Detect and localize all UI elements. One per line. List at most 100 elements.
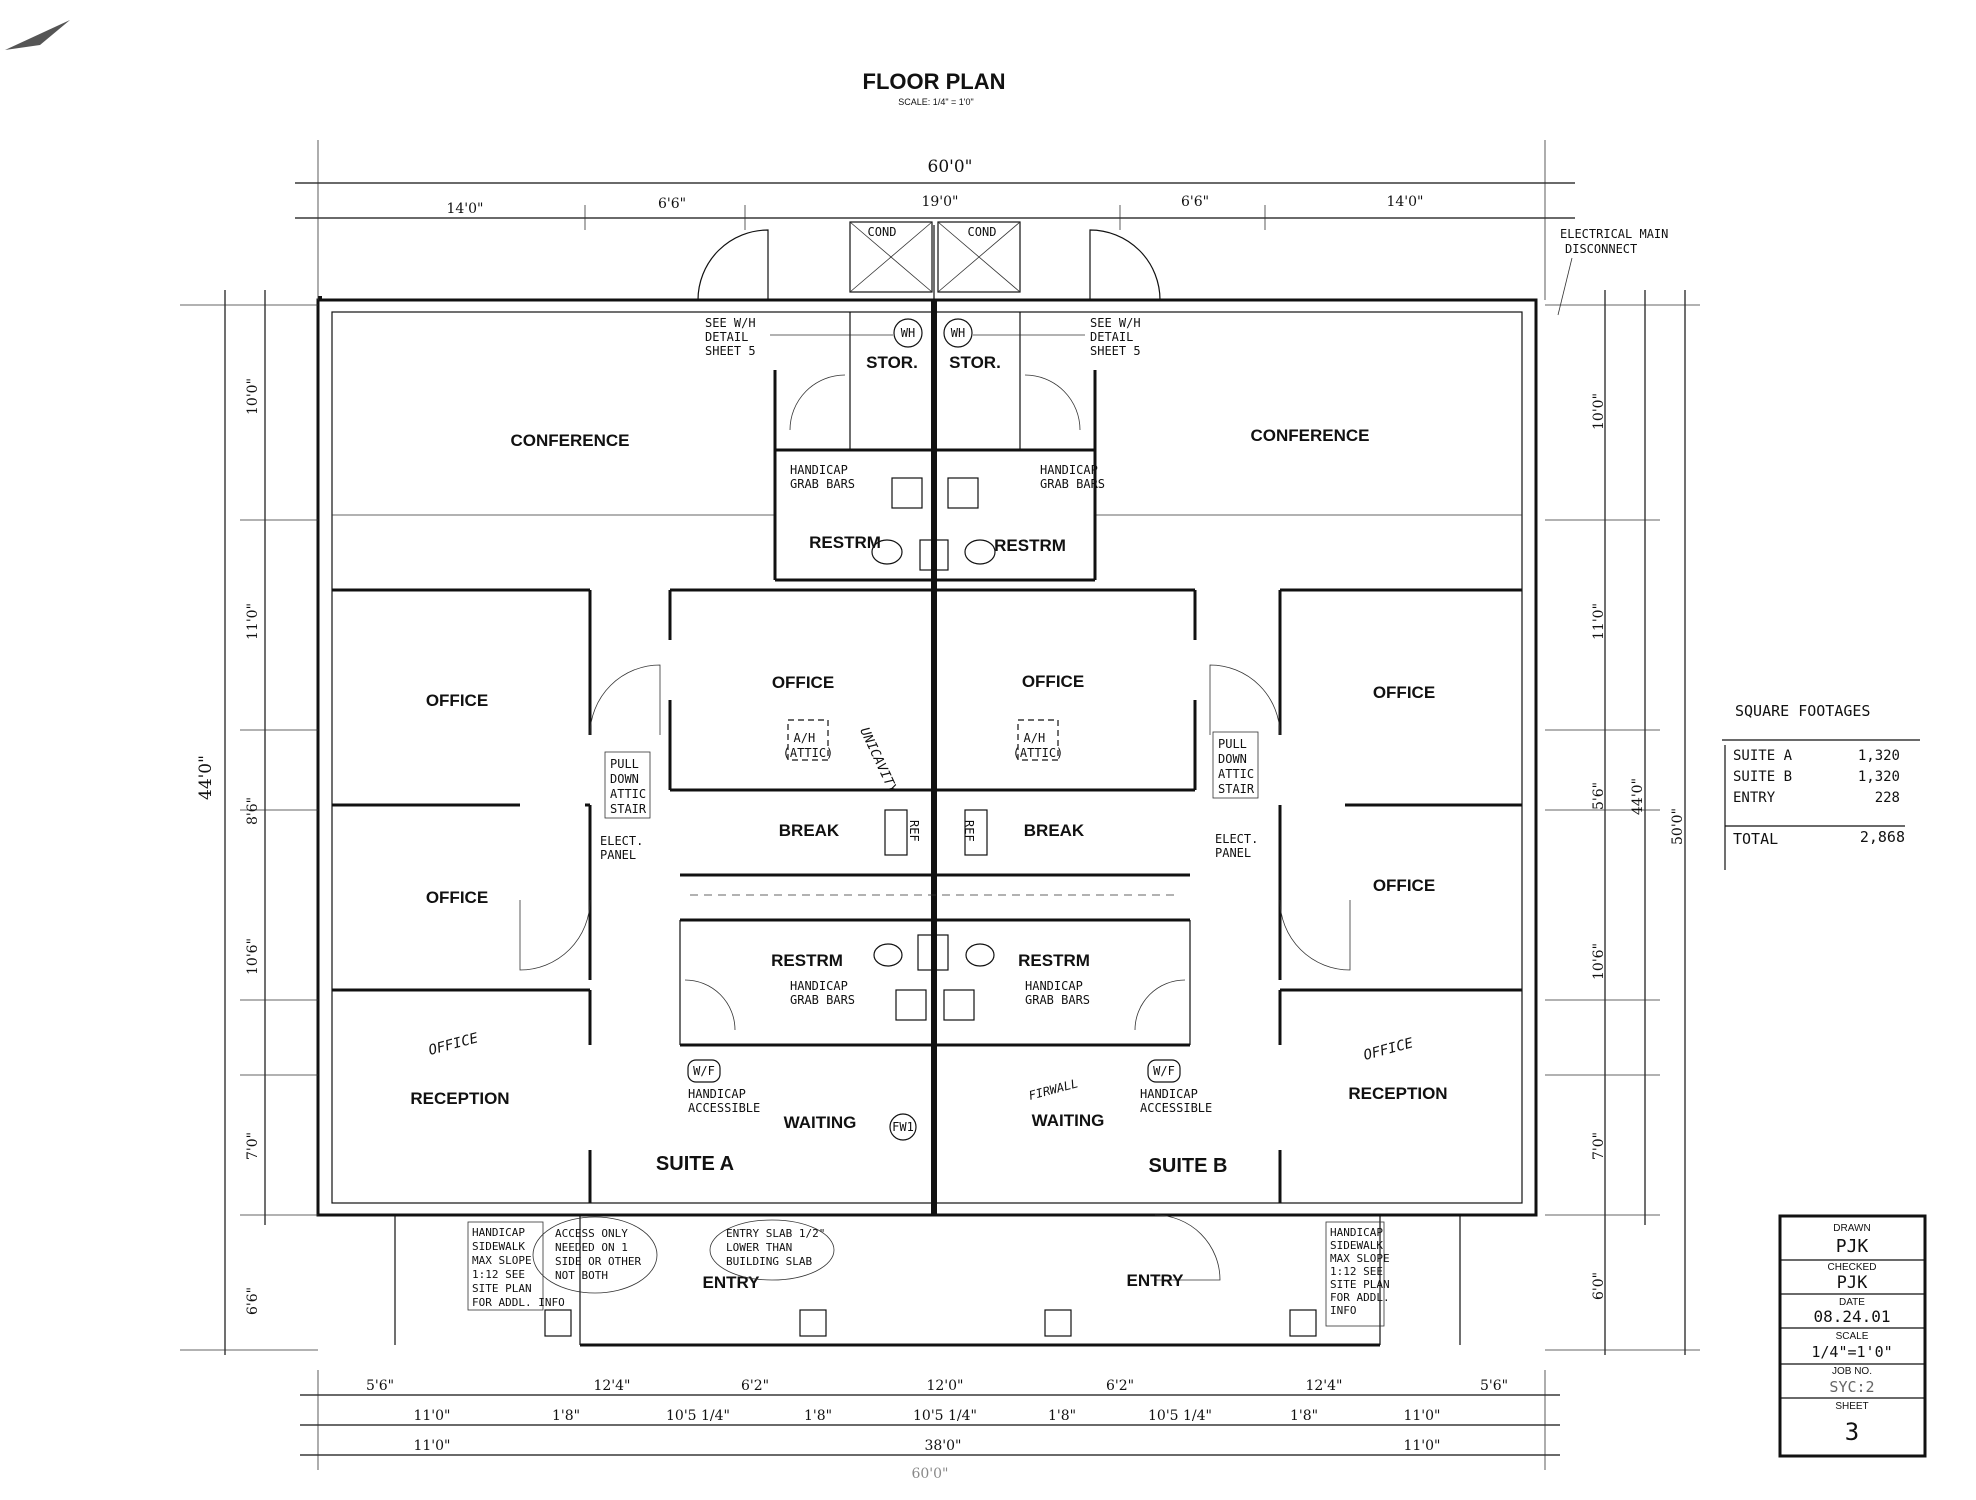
dim-right-seg-5: 7'0" <box>1591 1132 1607 1160</box>
sqft-value-entry: 228 <box>1875 790 1900 806</box>
water-fountain-a: W/F <box>693 1064 715 1078</box>
ref-label-a: REF <box>907 820 921 842</box>
interior-walls <box>332 312 1522 1203</box>
dim-left-overall: 44'0" <box>196 755 216 800</box>
dim-top-overall: 60'0" <box>928 157 973 177</box>
sqft-label-suite-b: SUITE B <box>1733 769 1792 785</box>
sqft-heading: SQUARE FOOTAGES <box>1735 702 1870 720</box>
room-entry-a: ENTRY <box>703 1273 761 1292</box>
dim-bottom-r2-3: 10'5 1/4" <box>666 1408 730 1424</box>
accessible-note-a: HANDICAP ACCESSIBLE <box>688 1087 760 1115</box>
dim-bottom-r2-5: 10'5 1/4" <box>913 1408 977 1424</box>
sqft-value-suite-a: 1,320 <box>1858 748 1900 764</box>
suite-b-label: SUITE B <box>1149 1155 1228 1177</box>
right-dimensions: 10'0" 11'0" 5'6" 10'6" 7'0" 6'0" 44'0" 5… <box>1545 290 1700 1355</box>
tb-date: 08.24.01 <box>1813 1307 1890 1326</box>
square-footage-table: SQUARE FOOTAGES SUITE A 1,320 SUITE B 1,… <box>1722 702 1920 870</box>
room-office-a-upper: OFFICE <box>426 691 488 710</box>
dim-bottom-r1-2: 12'4" <box>593 1378 630 1394</box>
dim-bottom-r3-1: 11'0" <box>413 1438 450 1454</box>
room-reception-b: RECEPTION <box>1348 1084 1447 1103</box>
electrical-main-note: ELECTRICAL MAIN DISCONNECT <box>1560 227 1676 256</box>
dim-right-seg-1: 10'0" <box>1591 393 1607 430</box>
accessible-note-b: HANDICAP ACCESSIBLE <box>1140 1087 1212 1115</box>
dim-bottom-r1-7: 5'6" <box>1480 1378 1508 1394</box>
ah-attic-note-a: A/H (ATTIC) <box>783 731 834 760</box>
title-block: DRAWN PJK CHECKED PJK DATE 08.24.01 SCAL… <box>1778 1214 1927 1458</box>
sidewalk-note-a: HANDICAP SIDEWALK MAX SLOPE 1:12 SEE SIT… <box>472 1226 565 1309</box>
grab-bars-note-upper-a: HANDICAP GRAB BARS <box>790 463 855 491</box>
water-heaters: WH WH <box>893 318 973 348</box>
dim-bottom-r2-6: 1'8" <box>1048 1408 1076 1424</box>
elect-panel-note-b: ELECT. PANEL <box>1215 832 1266 860</box>
ah-attic-note-b: A/H (ATTIC) <box>1013 731 1064 760</box>
tb-checked: PJK <box>1837 1273 1868 1293</box>
tb-scale: 1/4"=1'0" <box>1811 1343 1892 1361</box>
dim-right-seg-3: 5'6" <box>1591 782 1607 810</box>
drawing-title: FLOOR PLAN <box>863 69 1006 94</box>
sqft-total-value: 2,868 <box>1860 828 1905 846</box>
attic-stair-note-b: PULL DOWN ATTIC STAIR <box>1218 737 1261 796</box>
room-office-a-lower: OFFICE <box>426 888 488 907</box>
grab-bars-note-upper-b: HANDICAP GRAB BARS <box>1040 463 1105 491</box>
tb-checked-label: CHECKED <box>1828 1262 1877 1273</box>
attic-stair-note-a: PULL DOWN ATTIC STAIR <box>610 757 653 816</box>
suite-a-label: SUITE A <box>656 1153 734 1175</box>
room-storage-b: STOR. <box>949 353 1001 372</box>
dim-bottom-r1-6: 12'4" <box>1305 1378 1342 1394</box>
room-office-b-upper: OFFICE <box>1373 683 1435 702</box>
tb-drawn: PJK <box>1836 1236 1869 1257</box>
dim-left-seg-1: 10'0" <box>245 378 261 415</box>
dim-bottom-r2-2: 1'8" <box>552 1408 580 1424</box>
room-office-b-lower: OFFICE <box>1373 876 1435 895</box>
room-storage-a: STOR. <box>866 353 918 372</box>
door-swings <box>519 229 1351 1281</box>
dim-bottom-r1-5: 6'2" <box>1106 1378 1134 1394</box>
tb-scale-label: SCALE <box>1836 1331 1869 1342</box>
sqft-label-entry: ENTRY <box>1733 790 1776 806</box>
elect-panel-note-a: ELECT. PANEL <box>600 834 651 862</box>
room-restroom-a-lower: RESTRM <box>771 951 843 970</box>
room-break-b: BREAK <box>1024 821 1085 840</box>
entry-slab-note: ENTRY SLAB 1/2" LOWER THAN BUILDING SLAB <box>726 1227 832 1268</box>
dim-top-seg-3: 19'0" <box>921 194 958 210</box>
dim-bottom-r1-3: 6'2" <box>741 1378 769 1394</box>
room-break-a: BREAK <box>779 821 840 840</box>
water-fountain-b: W/F <box>1153 1064 1175 1078</box>
dim-right-overall-outer: 50'0" <box>1670 808 1686 845</box>
dim-left-seg-5: 7'0" <box>245 1132 261 1160</box>
dim-bottom-r1-4: 12'0" <box>926 1378 963 1394</box>
dim-bottom-r3-3: 11'0" <box>1403 1438 1440 1454</box>
dim-left-seg-3: 8'6" <box>245 797 261 825</box>
cond-label-a: COND <box>868 225 897 239</box>
room-restroom-b-lower: RESTRM <box>1018 951 1090 970</box>
room-office-b-center: OFFICE <box>1022 672 1084 691</box>
tb-sheet-label: SHEET <box>1835 1401 1868 1412</box>
top-dimensions: 60'0" 14'0" 6'6" 19'0" 6'6" 14'0" <box>295 140 1575 300</box>
sqft-value-suite-b: 1,320 <box>1858 769 1900 785</box>
room-waiting-b: WAITING <box>1032 1111 1105 1130</box>
dim-top-seg-2: 6'6" <box>658 196 686 212</box>
ref-label-b: REF <box>962 820 976 842</box>
dim-right-seg-2: 11'0" <box>1591 603 1607 640</box>
cond-label-b: COND <box>968 225 997 239</box>
sidewalk-note-b: HANDICAP SIDEWALK MAX SLOPE 1:12 SEE SIT… <box>1330 1226 1396 1317</box>
dim-bottom-r2-9: 11'0" <box>1403 1408 1440 1424</box>
dim-bottom-r2-7: 10'5 1/4" <box>1148 1408 1212 1424</box>
dim-bottom-handwritten: 60'0" <box>911 1466 948 1482</box>
entry-porches <box>394 1215 1461 1347</box>
grab-bars-note-lower-a: HANDICAP GRAB BARS <box>790 979 855 1007</box>
room-office-a-center: OFFICE <box>772 673 834 692</box>
fw1-tag: FW1 <box>892 1120 914 1134</box>
sqft-total-label: TOTAL <box>1733 830 1778 848</box>
dim-right-overall-inner: 44'0" <box>1630 778 1646 815</box>
wh-detail-note-a: SEE W/H DETAIL SHEET 5 <box>705 316 763 358</box>
wh-label-a: WH <box>901 326 915 340</box>
tb-date-label: DATE <box>1839 1297 1865 1308</box>
access-only-note: ACCESS ONLY NEEDED ON 1 SIDE OR OTHER NO… <box>555 1227 648 1282</box>
sqft-label-suite-a: SUITE A <box>1733 748 1793 764</box>
left-dimensions: 44'0" 10'0" 11'0" 8'6" 10'6" 7'0" 6'6" <box>180 290 318 1355</box>
room-entry-b: ENTRY <box>1127 1271 1185 1290</box>
